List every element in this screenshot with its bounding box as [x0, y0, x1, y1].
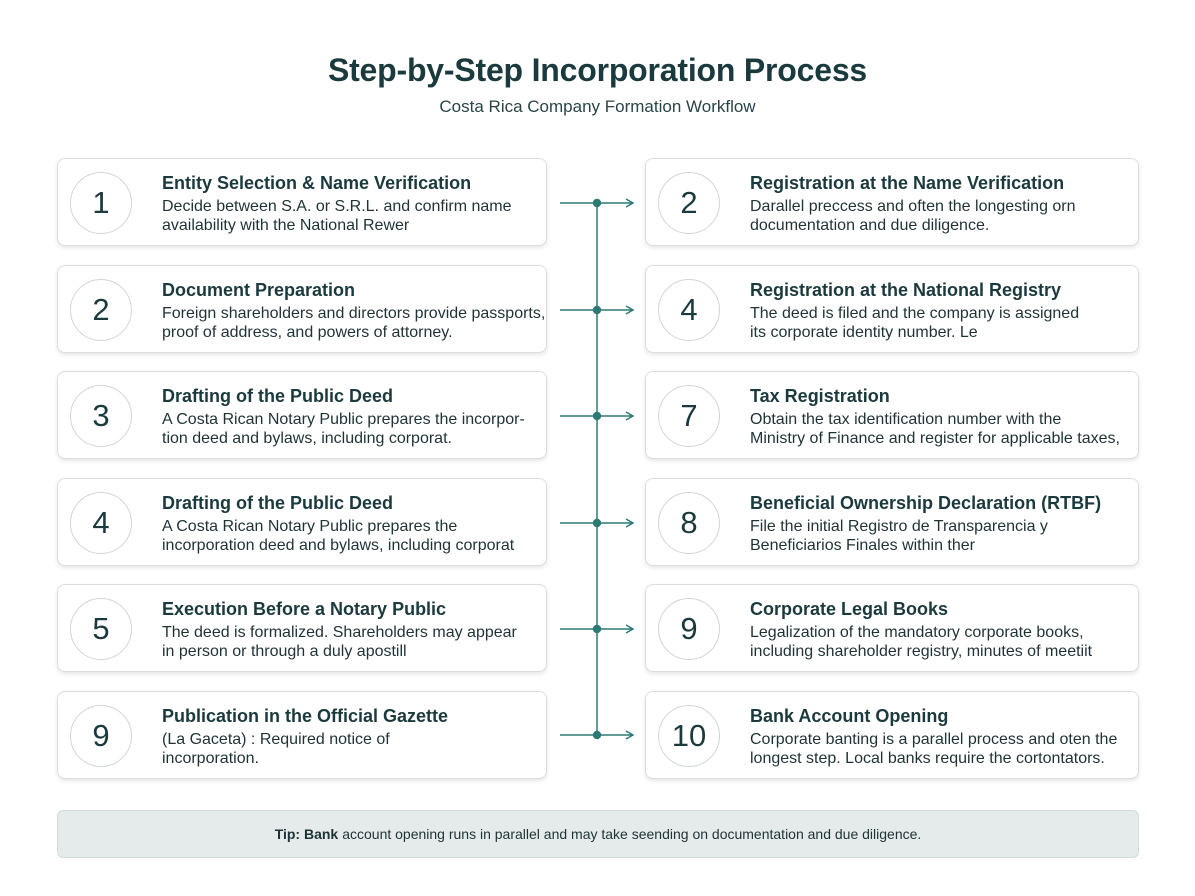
- step-description-line: tion deed and bylaws, including corporat…: [162, 430, 452, 447]
- step-description: The deed is formalized. Shareholders may…: [162, 623, 538, 661]
- step-description-line: Foreign shareholders and directors provi…: [162, 305, 546, 322]
- step-description-line: Obtain the tax identification number wit…: [750, 411, 1062, 428]
- step-description-line: Legalization of the mandatory corporate …: [750, 624, 1084, 641]
- step-description-line: availability with the National Rewer: [162, 217, 410, 234]
- step-description-line: in person or through a duly apostill: [162, 643, 407, 660]
- step-number-badge: 3: [70, 385, 132, 447]
- step-description-line: Ministry of Finance and register for app…: [750, 430, 1120, 447]
- step-card-right-4: 8 Beneficial Ownership Declaration (RTBF…: [645, 478, 1139, 566]
- connector-arrowhead: [625, 305, 635, 315]
- page-subtitle: Costa Rica Company Formation Workflow: [439, 97, 756, 116]
- step-number-badge: 9: [70, 705, 132, 767]
- step-number-badge: 8: [658, 492, 720, 554]
- step-description: File the initial Registro de Transparenc…: [750, 517, 1130, 555]
- step-description-line: longest step. Local banks require the co…: [750, 750, 1105, 767]
- step-card-left-6: 9 Publication in the Official Gazette (L…: [57, 691, 547, 779]
- connector-node: [592, 305, 602, 315]
- connector-node: [592, 411, 602, 421]
- step-number-badge: 4: [70, 492, 132, 554]
- step-number-badge: 10: [658, 705, 720, 767]
- step-description-line: The deed is filed and the company is ass…: [750, 305, 1080, 322]
- step-number-badge: 7: [658, 385, 720, 447]
- step-description: The deed is filed and the company is ass…: [750, 304, 1130, 342]
- step-card-right-1: 2 Registration at the Name Verification …: [645, 158, 1139, 246]
- step-description-line: its corporate identity number. Le: [750, 324, 978, 341]
- step-card-left-2: 2 Document Preparation Foreign sharehold…: [57, 265, 547, 353]
- step-description-line: proof of address, and powers of attorney…: [162, 324, 453, 341]
- step-number-badge: 2: [658, 172, 720, 234]
- step-description: Foreign shareholders and directors provi…: [162, 304, 546, 342]
- step-description: A Costa Rican Notary Public prepares the…: [162, 517, 538, 555]
- step-description-line: Darallel preccess and often the longesti…: [750, 198, 1076, 215]
- step-number-badge: 1: [70, 172, 132, 234]
- connector-node: [592, 198, 602, 208]
- step-title: Registration at the Name Verification: [750, 173, 1065, 193]
- connector-node: [592, 730, 602, 740]
- connector-arrowhead: [625, 518, 635, 528]
- step-description: Legalization of the mandatory corporate …: [750, 623, 1130, 661]
- connector-arrowhead: [625, 198, 635, 208]
- step-title: Execution Before a Notary Public: [162, 599, 447, 619]
- page-title: Step-by-Step Incorporation Process: [327, 52, 868, 88]
- step-description: Corporate banting is a parallel process …: [750, 730, 1130, 768]
- step-title: Corporate Legal Books: [750, 599, 949, 619]
- step-description-line: (La Gaceta) : Required notice of: [162, 731, 390, 748]
- step-description-line: A Costa Rican Notary Public prepares the: [162, 518, 458, 535]
- connector-node: [592, 518, 602, 528]
- step-card-right-5: 9 Corporate Legal Books Legalization of …: [645, 584, 1139, 672]
- step-description-line: including shareholder registry, minutes …: [750, 643, 1093, 660]
- step-description: (La Gaceta) : Required notice of incorpo…: [162, 730, 538, 768]
- step-number-badge: 2: [70, 279, 132, 341]
- step-description-line: Decide between S.A. or S.R.L. and confir…: [162, 198, 512, 215]
- step-title: Registration at the National Registry: [750, 280, 1062, 300]
- step-description: Obtain the tax identification number wit…: [750, 410, 1130, 448]
- step-description: Darallel preccess and often the longesti…: [750, 197, 1130, 235]
- step-number-badge: 9: [658, 598, 720, 660]
- step-card-right-2: 4 Registration at the National Registry …: [645, 265, 1139, 353]
- step-description-line: Corporate banting is a parallel process …: [750, 731, 1118, 748]
- step-card-left-3: 3 Drafting of the Public Deed A Costa Ri…: [57, 371, 547, 459]
- step-title: Drafting of the Public Deed: [162, 386, 394, 406]
- step-title: Entity Selection & Name Verification: [162, 173, 472, 193]
- step-description-line: documentation and due diligence.: [750, 217, 990, 234]
- step-title: Bank Account Opening: [750, 706, 949, 726]
- step-number-badge: 5: [70, 598, 132, 660]
- step-title: Beneficial Ownership Declaration (RTBF): [750, 493, 1102, 513]
- step-description: A Costa Rican Notary Public prepares the…: [162, 410, 538, 448]
- tip-label: Tip: Bank: [274, 826, 339, 842]
- step-description-line: File the initial Registro de Transparenc…: [750, 518, 1048, 535]
- step-title: Publication in the Official Gazette: [162, 706, 449, 726]
- step-description-line: The deed is formalized. Shareholders may…: [162, 624, 517, 641]
- step-title: Document Preparation: [162, 280, 356, 300]
- step-card-left-4: 4 Drafting of the Public Deed A Costa Ri…: [57, 478, 547, 566]
- step-description-line: Beneficiarios Finales within ther: [750, 537, 975, 554]
- step-card-left-5: 5 Execution Before a Notary Public The d…: [57, 584, 547, 672]
- tip-banner: Tip: Bank account opening runs in parall…: [57, 810, 1139, 858]
- step-card-right-6: 10 Bank Account Opening Corporate bantin…: [645, 691, 1139, 779]
- step-description: Decide between S.A. or S.R.L. and confir…: [162, 197, 538, 235]
- step-card-right-3: 7 Tax Registration Obtain the tax identi…: [645, 371, 1139, 459]
- step-title: Drafting of the Public Deed: [162, 493, 394, 513]
- step-card-left-1: 1 Entity Selection & Name Verification D…: [57, 158, 547, 246]
- step-description-line: incorporation deed and bylaws, including…: [162, 537, 515, 554]
- step-description-line: A Costa Rican Notary Public prepares the…: [162, 411, 525, 428]
- connector-arrowhead: [625, 411, 635, 421]
- step-number-badge: 4: [658, 279, 720, 341]
- connector-arrowhead: [625, 730, 635, 740]
- connector-node: [592, 624, 602, 634]
- step-title: Tax Registration: [750, 386, 890, 406]
- tip-text: account opening runs in parallel and may…: [342, 826, 922, 842]
- connector-arrowhead: [625, 624, 635, 634]
- step-description-line: incorporation.: [162, 750, 259, 767]
